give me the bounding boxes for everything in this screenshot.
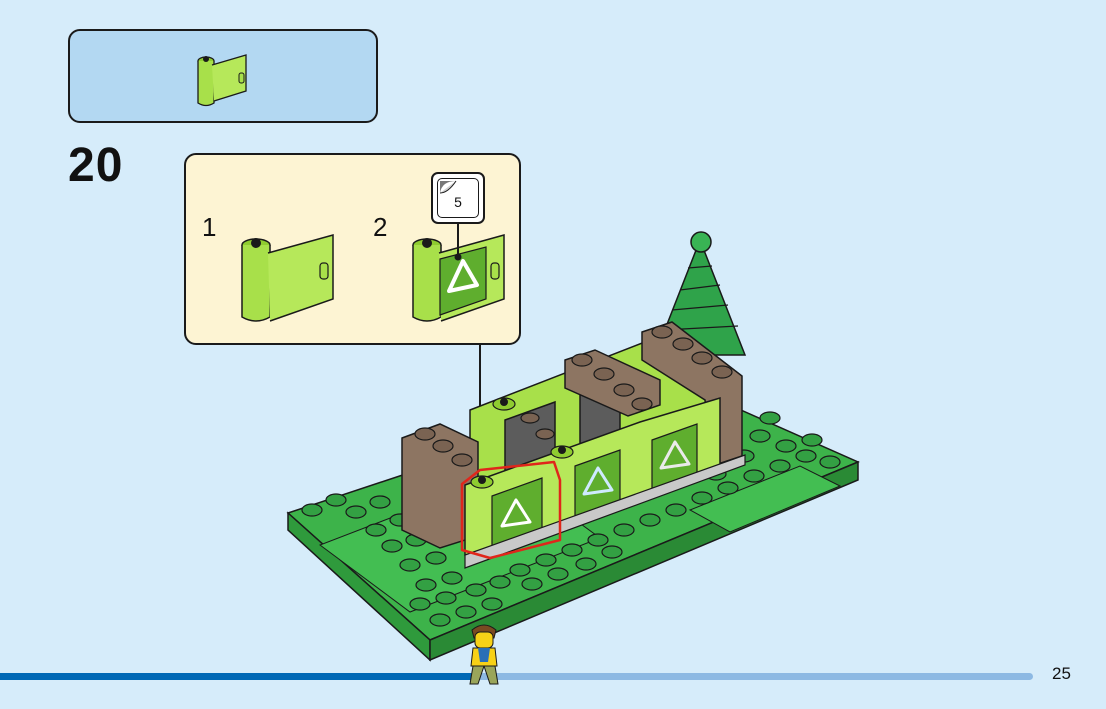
progress-track	[0, 673, 1033, 680]
progress-fill	[0, 673, 475, 680]
substep-1-door-icon	[241, 234, 334, 322]
plate-studs	[301, 411, 841, 627]
new-part-highlight	[460, 460, 562, 560]
front-panels	[464, 396, 721, 556]
gray-base-strip	[464, 454, 746, 569]
minifigure-progress-marker	[469, 624, 499, 685]
sticker-icon	[437, 178, 479, 218]
sticker-callout: 5	[431, 172, 485, 224]
substep-2-label: 2	[373, 212, 388, 242]
brown-studs	[414, 325, 733, 467]
sticker-count: 5	[454, 194, 462, 210]
substep-1-label: 1	[202, 212, 217, 242]
page-number: 25	[1052, 664, 1071, 683]
step-number: 20	[68, 139, 124, 192]
substep-box: 1 2	[184, 153, 521, 345]
parts-needed-box	[68, 29, 378, 123]
lime-door-part-icon	[197, 54, 247, 107]
